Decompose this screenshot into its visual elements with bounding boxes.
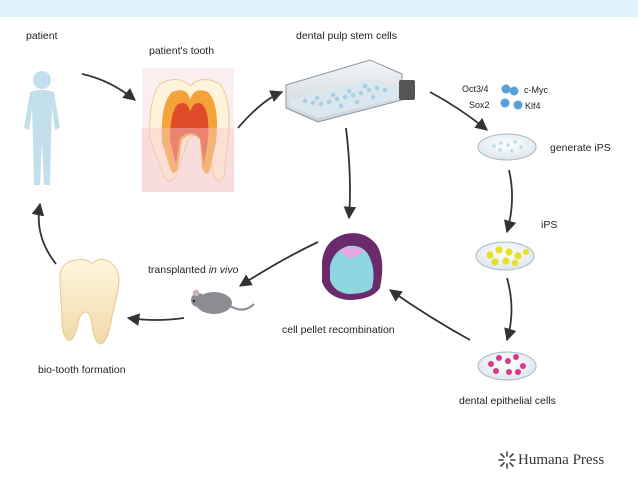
label-dental-epithelial-cells: dental epithelial cells bbox=[459, 395, 556, 407]
label-bio-tooth-formation: bio-tooth formation bbox=[38, 364, 126, 376]
header-band bbox=[0, 0, 638, 17]
publisher-logo-mark bbox=[498, 451, 516, 469]
bio-tooth-image bbox=[59, 258, 120, 345]
patient-figure bbox=[24, 71, 60, 185]
label-factor-klf: Klf4 bbox=[525, 101, 541, 111]
label-factor-sox: Sox2 bbox=[469, 100, 490, 110]
label-ips: iPS bbox=[541, 219, 558, 231]
mouse-image bbox=[191, 289, 255, 314]
label-cell-pellet-recombination: cell pellet recombination bbox=[282, 324, 395, 336]
factor-virus-icons bbox=[500, 84, 523, 110]
label-in-vivo: in vivo bbox=[208, 264, 239, 276]
label-patient: patient bbox=[26, 30, 58, 42]
label-dental-pulp-stem-cells: dental pulp stem cells bbox=[296, 30, 397, 42]
ips-dish bbox=[475, 241, 535, 271]
label-transplanted-in-vivo: transplanted in vivo bbox=[148, 264, 238, 276]
patients-tooth-image bbox=[142, 68, 234, 192]
dental-pulp-culture-flask bbox=[285, 59, 415, 123]
epithelial-cells-dish bbox=[477, 351, 537, 381]
process-arrows bbox=[31, 73, 517, 342]
label-patients-tooth: patient's tooth bbox=[149, 45, 215, 57]
label-factor-oct: Oct3/4 bbox=[462, 84, 489, 94]
generate-ips-dish bbox=[477, 133, 537, 161]
label-transplanted: transplanted bbox=[148, 264, 206, 276]
label-generate-ips: generate iPS bbox=[550, 142, 611, 154]
publisher-name: Humana Press bbox=[518, 452, 605, 468]
cell-pellet bbox=[322, 233, 383, 300]
label-factor-cmyc: c-Myc bbox=[524, 85, 548, 95]
